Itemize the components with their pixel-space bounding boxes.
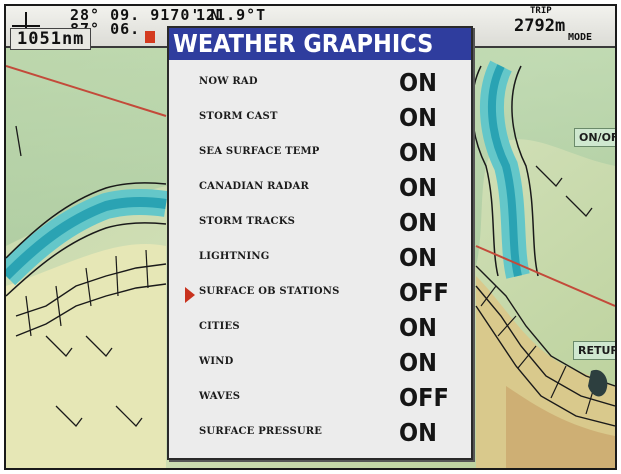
- menu-item-toggle-value[interactable]: ON: [399, 243, 437, 272]
- menu-item-label: SURFACE OB STATIONS: [199, 286, 340, 297]
- menu-item-toggle-value[interactable]: OFF: [399, 383, 449, 412]
- menu-item-storm-cast[interactable]: STORM CAST ON: [169, 103, 471, 138]
- return-softkey[interactable]: RETURN: [573, 341, 615, 360]
- menu-item-toggle-value[interactable]: ON: [399, 68, 437, 97]
- waypoint-icon: [145, 31, 155, 43]
- menu-item-label: WIND: [199, 356, 234, 367]
- menu-item-lightning[interactable]: LIGHTNING ON: [169, 243, 471, 278]
- menu-item-label: STORM TRACKS: [199, 216, 296, 227]
- menu-item-sea-surface-temp[interactable]: SEA SURFACE TEMP ON: [169, 138, 471, 173]
- on-off-softkey[interactable]: ON/OFF: [574, 128, 615, 147]
- menu-item-wind[interactable]: WIND ON: [169, 348, 471, 383]
- menu-item-waves[interactable]: WAVES OFF: [169, 383, 471, 418]
- menu-item-surface-pressure[interactable]: SURFACE PRESSURE ON: [169, 418, 471, 453]
- menu-item-label: LIGHTNING: [199, 251, 270, 262]
- menu-item-toggle-value[interactable]: ON: [399, 173, 437, 202]
- menu-item-toggle-value[interactable]: ON: [399, 313, 437, 342]
- trip-label: TRIP: [530, 6, 552, 16]
- heading-readout: 121.9°T: [196, 6, 267, 24]
- menu-item-toggle-value[interactable]: OFF: [399, 278, 449, 307]
- mode-label: MODE: [568, 32, 593, 43]
- menu-item-label: CANADIAN RADAR: [199, 181, 309, 192]
- menu-item-now-rad[interactable]: NOW RAD ON: [169, 68, 471, 103]
- distance-readout: 1051nm: [10, 28, 92, 50]
- menu-item-toggle-value[interactable]: ON: [399, 348, 437, 377]
- menu-item-label: CITIES: [199, 321, 240, 332]
- menu-item-label: SEA SURFACE TEMP: [199, 146, 320, 157]
- menu-item-surface-ob-stations[interactable]: SURFACE OB STATIONS OFF: [169, 278, 471, 313]
- latitude-readout: 28° 09. 9170' N: [70, 6, 221, 24]
- menu-item-toggle-value[interactable]: ON: [399, 208, 437, 237]
- chart-display: 28° 09. 9170' N 87° 06. 121.9°T 1051nm T…: [4, 4, 617, 470]
- menu-item-storm-tracks[interactable]: STORM TRACKS ON: [169, 208, 471, 243]
- crosshair-icon[interactable]: [12, 12, 40, 40]
- selection-cursor-icon: [185, 287, 195, 303]
- menu-item-label: NOW RAD: [199, 76, 258, 87]
- menu-item-cities[interactable]: CITIES ON: [169, 313, 471, 348]
- menu-item-toggle-value[interactable]: ON: [399, 103, 437, 132]
- menu-item-canadian-radar[interactable]: CANADIAN RADAR ON: [169, 173, 471, 208]
- menu-item-toggle-value[interactable]: ON: [399, 138, 437, 167]
- menu-item-label: WAVES: [199, 391, 241, 402]
- menu-item-label: SURFACE PRESSURE: [199, 426, 323, 437]
- menu-title: WEATHER GRAPHICS: [169, 28, 471, 60]
- trip-readout: 2792m: [514, 16, 566, 36]
- menu-item-toggle-value[interactable]: ON: [399, 418, 437, 447]
- menu-item-label: STORM CAST: [199, 111, 278, 122]
